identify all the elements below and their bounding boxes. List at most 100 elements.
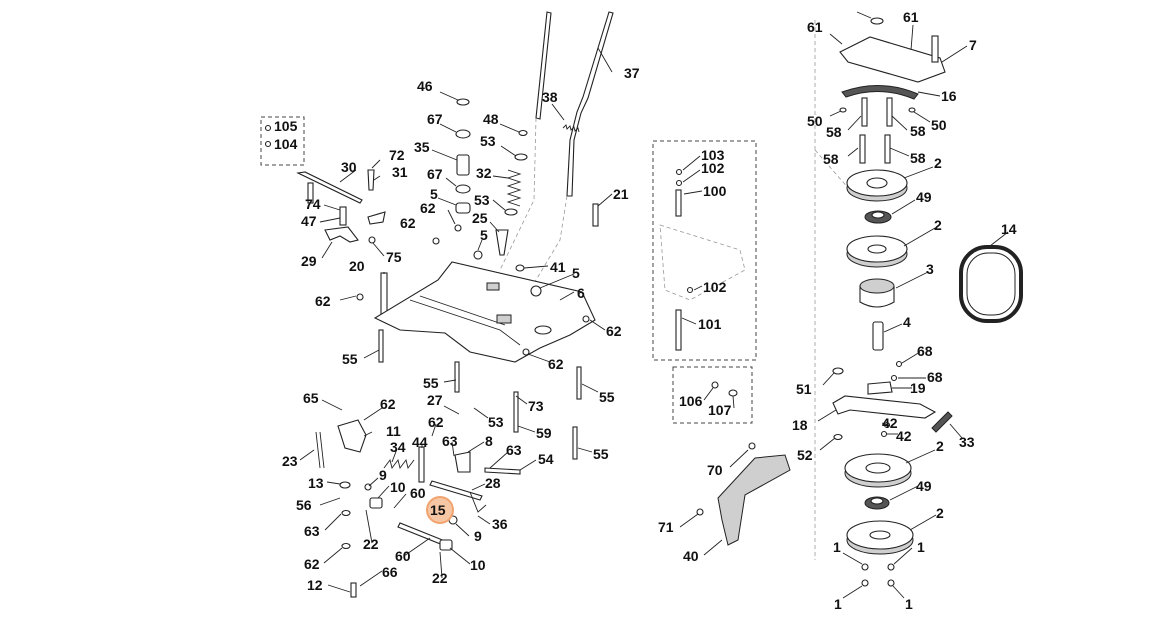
callout-2[interactable]: 2 xyxy=(936,438,944,454)
callout-51[interactable]: 51 xyxy=(796,381,812,397)
callout-5[interactable]: 5 xyxy=(572,265,580,281)
callout-100[interactable]: 100 xyxy=(703,183,727,199)
callout-62[interactable]: 62 xyxy=(315,293,331,309)
callout-55[interactable]: 55 xyxy=(423,375,439,391)
callout-21[interactable]: 21 xyxy=(613,186,629,202)
callout-75[interactable]: 75 xyxy=(386,249,402,265)
callout-34[interactable]: 34 xyxy=(390,439,406,455)
callout-20[interactable]: 20 xyxy=(349,258,365,274)
callout-102[interactable]: 102 xyxy=(703,279,727,295)
callout-8[interactable]: 8 xyxy=(485,433,493,449)
callout-55[interactable]: 55 xyxy=(599,389,615,405)
callout-41[interactable]: 41 xyxy=(550,259,566,275)
callout-15[interactable]: 15 xyxy=(430,502,446,518)
callout-36[interactable]: 36 xyxy=(492,516,508,532)
callout-53[interactable]: 53 xyxy=(474,192,490,208)
callout-60[interactable]: 60 xyxy=(395,548,411,564)
callout-2[interactable]: 2 xyxy=(934,155,942,171)
callout-10[interactable]: 10 xyxy=(470,557,486,573)
callout-55[interactable]: 55 xyxy=(593,446,609,462)
callout-68[interactable]: 68 xyxy=(917,343,933,359)
callout-48[interactable]: 48 xyxy=(483,111,499,127)
callout-62[interactable]: 62 xyxy=(428,414,444,430)
callout-25[interactable]: 25 xyxy=(472,210,488,226)
callout-62[interactable]: 62 xyxy=(304,556,320,572)
callout-49[interactable]: 49 xyxy=(916,478,932,494)
callout-42[interactable]: 42 xyxy=(896,428,912,444)
callout-18[interactable]: 18 xyxy=(792,417,808,433)
callout-33[interactable]: 33 xyxy=(959,434,975,450)
callout-61[interactable]: 61 xyxy=(903,9,919,25)
callout-50[interactable]: 50 xyxy=(931,117,947,133)
callout-61[interactable]: 61 xyxy=(807,19,823,35)
callout-40[interactable]: 40 xyxy=(683,548,699,564)
callout-13[interactable]: 13 xyxy=(308,475,324,491)
callout-3[interactable]: 3 xyxy=(926,261,934,277)
callout-63[interactable]: 63 xyxy=(506,442,522,458)
callout-22[interactable]: 22 xyxy=(363,536,379,552)
callout-31[interactable]: 31 xyxy=(392,164,408,180)
callout-67[interactable]: 67 xyxy=(427,166,443,182)
callout-53[interactable]: 53 xyxy=(488,414,504,430)
callout-106[interactable]: 106 xyxy=(679,393,703,409)
callout-2[interactable]: 2 xyxy=(934,217,942,233)
callout-58[interactable]: 58 xyxy=(826,124,842,140)
callout-62[interactable]: 62 xyxy=(380,396,396,412)
callout-6[interactable]: 6 xyxy=(577,285,585,301)
callout-22[interactable]: 22 xyxy=(432,570,448,586)
callout-53[interactable]: 53 xyxy=(480,133,496,149)
callout-10[interactable]: 10 xyxy=(390,479,406,495)
callout-65[interactable]: 65 xyxy=(303,390,319,406)
callout-47[interactable]: 47 xyxy=(301,213,317,229)
callout-63[interactable]: 63 xyxy=(304,523,320,539)
callout-28[interactable]: 28 xyxy=(485,475,501,491)
callout-105[interactable]: 105 xyxy=(274,118,298,134)
highlight-marker-15[interactable] xyxy=(426,496,454,524)
callout-73[interactable]: 73 xyxy=(528,398,544,414)
callout-35[interactable]: 35 xyxy=(414,139,430,155)
callout-74[interactable]: 74 xyxy=(305,196,321,212)
callout-1[interactable]: 1 xyxy=(834,596,842,612)
callout-71[interactable]: 71 xyxy=(658,519,674,535)
callout-42[interactable]: 42 xyxy=(882,415,898,431)
callout-5[interactable]: 5 xyxy=(480,227,488,243)
callout-27[interactable]: 27 xyxy=(427,392,443,408)
callout-58[interactable]: 58 xyxy=(823,151,839,167)
callout-72[interactable]: 72 xyxy=(389,147,405,163)
callout-30[interactable]: 30 xyxy=(341,159,357,175)
callout-7[interactable]: 7 xyxy=(969,37,977,53)
callout-68[interactable]: 68 xyxy=(927,369,943,385)
callout-1[interactable]: 1 xyxy=(905,596,913,612)
callout-58[interactable]: 58 xyxy=(910,150,926,166)
callout-63[interactable]: 63 xyxy=(442,433,458,449)
callout-23[interactable]: 23 xyxy=(282,453,298,469)
callout-56[interactable]: 56 xyxy=(296,497,312,513)
callout-60[interactable]: 60 xyxy=(410,485,426,501)
callout-62[interactable]: 62 xyxy=(400,215,416,231)
callout-67[interactable]: 67 xyxy=(427,111,443,127)
callout-101[interactable]: 101 xyxy=(698,316,722,332)
callout-50[interactable]: 50 xyxy=(807,113,823,129)
callout-49[interactable]: 49 xyxy=(916,189,932,205)
callout-103[interactable]: 103 xyxy=(701,147,725,163)
callout-1[interactable]: 1 xyxy=(917,539,925,555)
callout-2[interactable]: 2 xyxy=(936,505,944,521)
callout-1[interactable]: 1 xyxy=(833,539,841,555)
callout-102[interactable]: 102 xyxy=(701,160,725,176)
callout-29[interactable]: 29 xyxy=(301,253,317,269)
callout-66[interactable]: 66 xyxy=(382,564,398,580)
callout-16[interactable]: 16 xyxy=(941,88,957,104)
callout-52[interactable]: 52 xyxy=(797,447,813,463)
callout-58[interactable]: 58 xyxy=(910,123,926,139)
callout-5[interactable]: 5 xyxy=(430,186,438,202)
callout-70[interactable]: 70 xyxy=(707,462,723,478)
callout-62[interactable]: 62 xyxy=(548,356,564,372)
callout-12[interactable]: 12 xyxy=(307,577,323,593)
callout-14[interactable]: 14 xyxy=(1001,221,1017,237)
callout-44[interactable]: 44 xyxy=(412,434,428,450)
callout-107[interactable]: 107 xyxy=(708,402,732,418)
callout-104[interactable]: 104 xyxy=(274,136,298,152)
callout-62[interactable]: 62 xyxy=(606,323,622,339)
callout-19[interactable]: 19 xyxy=(910,380,926,396)
callout-54[interactable]: 54 xyxy=(538,451,554,467)
